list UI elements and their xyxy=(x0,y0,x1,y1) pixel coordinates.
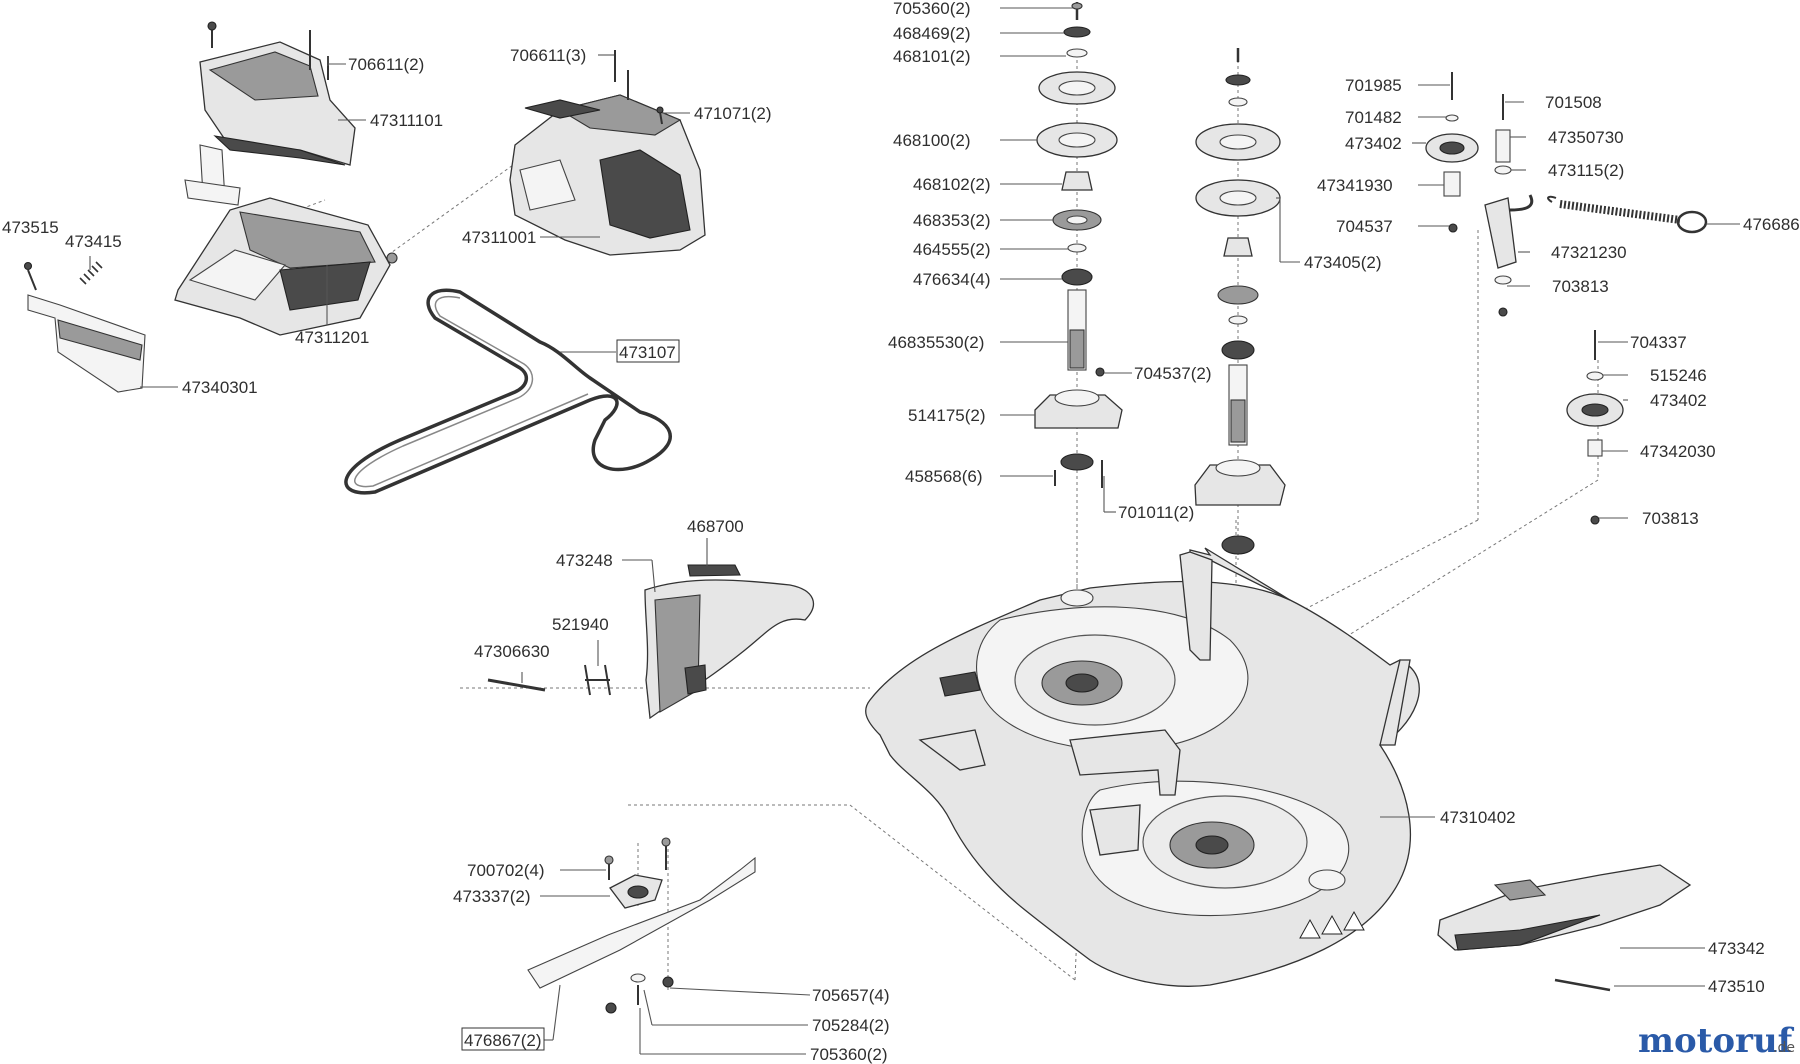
belt-cover-upper xyxy=(184,21,356,206)
label-468700: 468700 xyxy=(687,517,744,536)
label-701985: 701985 xyxy=(1345,76,1402,95)
label-704337: 704337 xyxy=(1630,333,1687,352)
bracket-47340301 xyxy=(23,261,146,393)
warning-decal xyxy=(1299,910,1365,939)
label-521940: 521940 xyxy=(552,615,609,634)
label-468100-2: 468100(2) xyxy=(893,131,971,150)
label-704537: 704537 xyxy=(1336,217,1393,236)
label-704537-2: 704537(2) xyxy=(1134,364,1212,383)
label-700702-4: 700702(4) xyxy=(467,861,545,880)
label-box-476867-2 xyxy=(461,1027,545,1051)
label-464555-2: 464555(2) xyxy=(913,240,991,259)
label-473402-bot: 473402 xyxy=(1650,391,1707,410)
label-473415: 473415 xyxy=(65,232,122,251)
label-47340301: 47340301 xyxy=(182,378,258,397)
label-473515: 473515 xyxy=(2,218,59,237)
label-705360-2-top: 705360(2) xyxy=(893,0,971,18)
belt-cover-frame xyxy=(174,197,398,336)
label-47342030: 47342030 xyxy=(1640,442,1716,461)
leader-lines xyxy=(89,7,1740,1055)
label-47311101: 47311101 xyxy=(370,111,443,130)
label-458568-6: 458568(6) xyxy=(905,467,983,486)
label-46835530-2: 46835530(2) xyxy=(888,333,984,352)
idler-stack-upper xyxy=(1425,72,1708,317)
label-706611-2: 706611(2) xyxy=(348,55,424,74)
label-703813-top: 703813 xyxy=(1552,277,1609,296)
spindle-stack-left xyxy=(1034,2,1123,488)
label-47306630: 47306630 xyxy=(474,642,550,661)
label-473510: 473510 xyxy=(1708,977,1765,996)
watermark-logo: motoruf .de xyxy=(1638,1021,1795,1061)
label-703813-bot: 703813 xyxy=(1642,509,1699,528)
label-701011-2: 701011(2) xyxy=(1118,503,1194,522)
label-515246: 515246 xyxy=(1650,366,1707,385)
spindle-stack-right xyxy=(1194,48,1286,555)
baffle-473342 xyxy=(1437,864,1692,992)
label-514175-2: 514175(2) xyxy=(908,406,986,425)
label-468102-2: 468102(2) xyxy=(913,175,991,194)
discharge-chute-473248 xyxy=(487,564,815,720)
label-468353-2: 468353(2) xyxy=(913,211,991,230)
label-476686: 476686 xyxy=(1743,215,1800,234)
label-47310402: 47310402 xyxy=(1440,808,1516,827)
watermark-suffix: .de xyxy=(1773,1040,1795,1056)
label-468469-2: 468469(2) xyxy=(893,24,971,43)
label-473337-2: 473337(2) xyxy=(453,887,531,906)
label-47321230: 47321230 xyxy=(1551,243,1627,262)
label-47350730: 47350730 xyxy=(1548,128,1624,147)
label-473405-2: 473405(2) xyxy=(1304,253,1382,272)
label-473402-top: 473402 xyxy=(1345,134,1402,153)
blade-476867 xyxy=(527,837,756,1014)
label-471071-2: 471071(2) xyxy=(694,104,772,123)
v-belt-473107 xyxy=(344,288,672,495)
label-468101-2: 468101(2) xyxy=(893,47,971,66)
label-47311201: 47311201 xyxy=(295,328,369,347)
label-473115-2: 473115(2) xyxy=(1548,161,1624,180)
label-box-473107 xyxy=(616,339,680,363)
mower-deck-47310402 xyxy=(865,547,1420,987)
pulley-cover-47311001 xyxy=(509,50,706,256)
label-473107: 473107 xyxy=(619,343,676,362)
idler-stack-lower xyxy=(1566,330,1624,525)
label-705360-2-bot: 705360(2) xyxy=(810,1045,888,1064)
watermark-brand: motoruf xyxy=(1638,1021,1795,1061)
label-701508: 701508 xyxy=(1545,93,1602,112)
label-706611-3: 706611(3) xyxy=(510,46,586,65)
label-47311001: 47311001 xyxy=(462,228,536,247)
label-701482: 701482 xyxy=(1345,108,1402,127)
label-705657-4: 705657(4) xyxy=(812,986,890,1005)
label-705284-2: 705284(2) xyxy=(812,1016,890,1035)
label-476867-2: 476867(2) xyxy=(464,1031,542,1050)
label-473342: 473342 xyxy=(1708,939,1765,958)
label-476634-4: 476634(4) xyxy=(913,270,991,289)
label-47341930: 47341930 xyxy=(1317,176,1393,195)
label-473248: 473248 xyxy=(556,551,613,570)
